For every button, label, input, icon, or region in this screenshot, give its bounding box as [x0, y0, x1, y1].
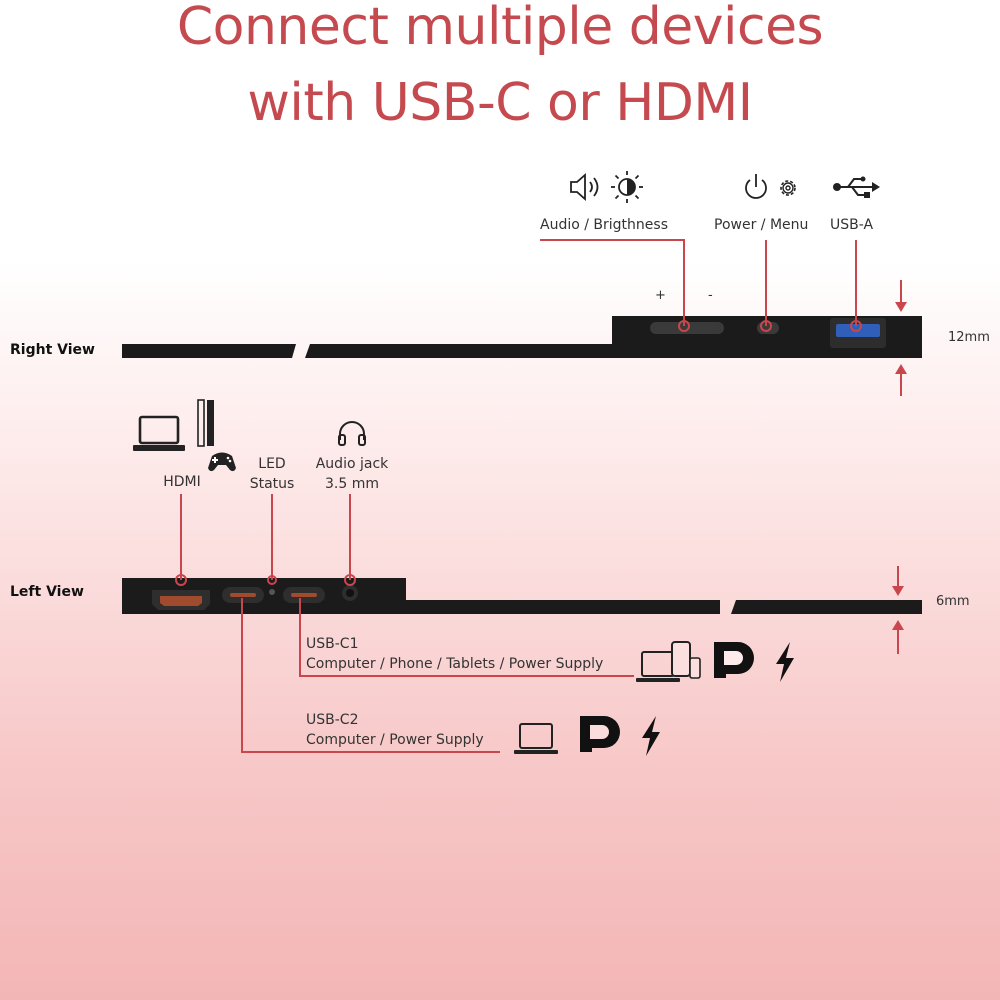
plus-label: +: [655, 288, 666, 303]
audio-brightness-label: Audio / Brigthness: [540, 217, 668, 233]
headline-line-1: Connect multiple devices: [176, 0, 824, 57]
right-view-device: [122, 316, 922, 358]
audio-label-line-1: Audio jack: [315, 456, 389, 472]
audio-jack-label: Audio jack 3.5 mm: [306, 454, 398, 494]
power-icon: [745, 174, 767, 199]
usb-c2-title: USB-C2: [306, 712, 359, 728]
hdmi-label: HDMI: [163, 474, 201, 490]
power-menu-label: Power / Menu: [714, 217, 809, 233]
left-view-title: Left View: [10, 584, 84, 600]
game-console-icon: [197, 399, 214, 447]
usb-c2-label: USB-C2 Computer / Power Supply: [306, 710, 484, 750]
usb-c1-desc: Computer / Phone / Tablets / Power Suppl…: [306, 656, 604, 672]
usb-icon: [833, 176, 880, 198]
power-button: [757, 322, 779, 334]
displayport-icon: [580, 716, 620, 752]
brightness-icon: [611, 171, 643, 203]
headline-line-2: with USB-C or HDMI: [247, 73, 753, 133]
laptop-icon: [133, 415, 185, 451]
audio-brightness-rocker: [650, 322, 724, 334]
usb-c1-title: USB-C1: [306, 636, 359, 652]
led-status-light: [269, 589, 275, 595]
led-label-line-1: LED: [258, 456, 286, 472]
speaker-icon: [570, 173, 599, 201]
right-view-title: Right View: [10, 342, 95, 358]
thickness-arrows-left: [892, 566, 904, 654]
headphones-icon: [338, 421, 366, 446]
right-thickness-label: 12mm: [948, 330, 990, 345]
minus-label: -: [708, 288, 713, 303]
phone-icon: [689, 657, 701, 679]
displayport-icon: [714, 642, 754, 678]
usb-c2-desc: Computer / Power Supply: [306, 732, 484, 748]
left-thickness-label: 6mm: [936, 594, 970, 609]
gear-icon: [780, 180, 796, 196]
audio-label-line-2: 3.5 mm: [325, 476, 379, 492]
led-label-line-2: Status: [249, 476, 295, 492]
usb-c1-label: USB-C1 Computer / Phone / Tablets / Powe…: [306, 634, 603, 674]
lightning-icon: [642, 716, 660, 756]
left-view-callouts: [180, 494, 634, 753]
led-status-label: LED Status: [240, 454, 304, 494]
usb-a-label: USB-A: [830, 217, 874, 233]
gamepad-icon: [208, 452, 236, 472]
laptop-icon: [514, 723, 558, 754]
right-view-callouts: [540, 239, 857, 326]
lightning-icon: [776, 642, 794, 682]
thickness-arrows-right: [895, 280, 907, 396]
left-view-device: [122, 578, 922, 614]
